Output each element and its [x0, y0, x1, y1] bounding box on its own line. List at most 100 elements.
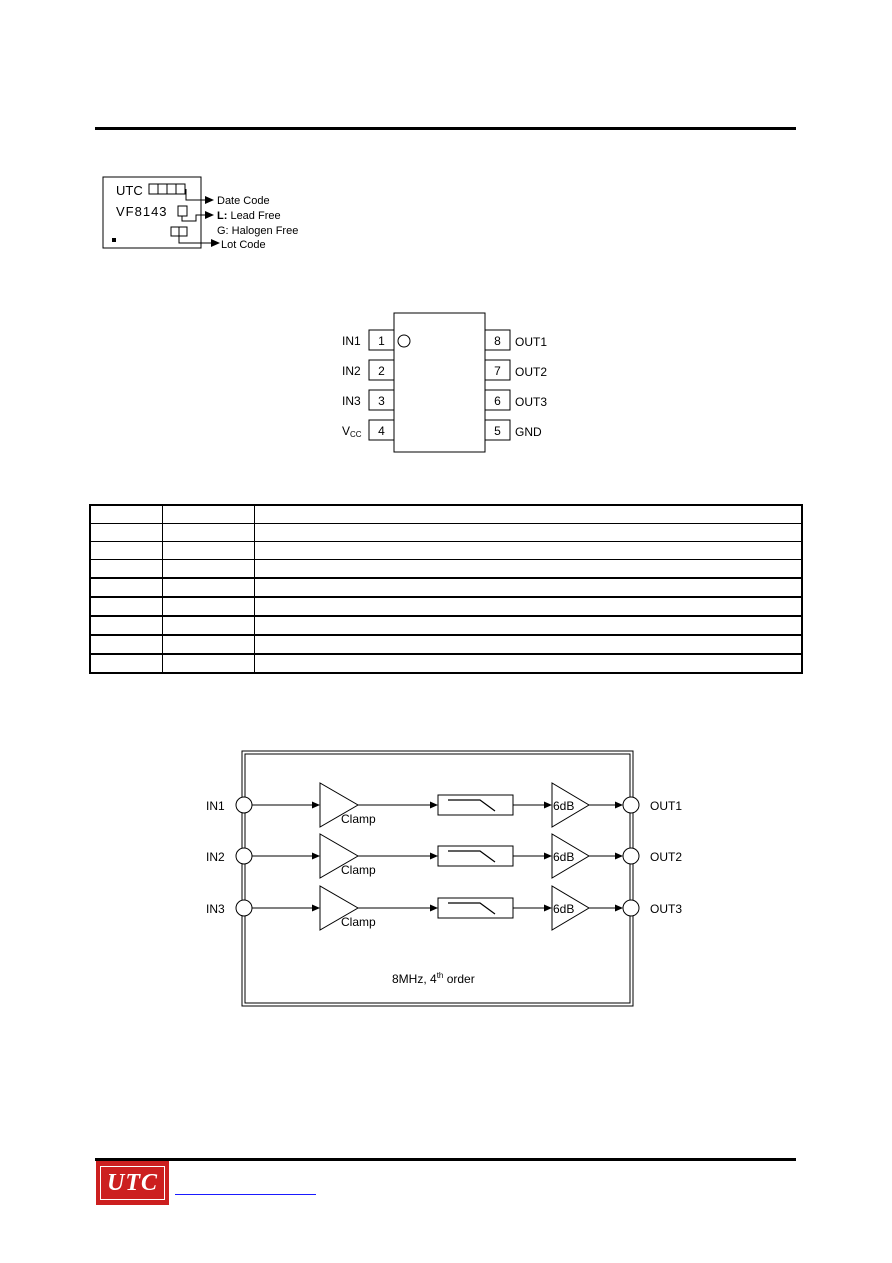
gain-label: 6dB [553, 902, 574, 916]
lowpass-filter-icon [437, 794, 514, 816]
marking-arrowheads [205, 196, 220, 247]
arrowhead-icon [615, 904, 623, 912]
pin-number-right: 8 [494, 334, 501, 348]
input-terminal-icon [235, 899, 253, 917]
pin-label-left-sub: CC [350, 430, 362, 439]
input-terminal-icon [235, 796, 253, 814]
table-cell [89, 615, 163, 636]
table-cell [89, 541, 163, 560]
table-row [89, 577, 803, 598]
table-cell [161, 596, 255, 617]
table-cell [253, 653, 803, 674]
pin-label-left: IN1 [342, 334, 361, 348]
pin-box-left [368, 359, 395, 381]
pin-label-right: OUT1 [515, 335, 547, 349]
pin-box-right [484, 389, 511, 411]
table-cell [161, 523, 255, 542]
table-cell [253, 541, 803, 560]
pin-label-left-main: IN3 [342, 394, 361, 408]
pin-label-left-main: V [342, 424, 350, 438]
pin-box-right [484, 419, 511, 441]
lead-free-label: L: Lead Free [217, 210, 281, 222]
arrowhead-icon [544, 801, 552, 809]
gain-amplifier-icon [551, 782, 590, 828]
marking-date-code-boxes [148, 183, 186, 195]
pin1-notch-icon [397, 334, 411, 348]
lead-free-key: L: [217, 210, 227, 222]
arrowhead-icon [544, 852, 552, 860]
output-terminal-icon [622, 847, 640, 865]
table-row [89, 653, 803, 674]
table-row [89, 596, 803, 617]
block-outline-inner [244, 753, 631, 1004]
filter-note-prefix: 8MHz, 4 [392, 972, 437, 986]
table-cell [161, 541, 255, 560]
table-row [89, 634, 803, 655]
pin-box-right [484, 359, 511, 381]
table-cell [253, 615, 803, 636]
arrowhead-icon [430, 904, 438, 912]
lead-free-text: Lead Free [227, 210, 280, 222]
input-label: IN2 [206, 850, 225, 864]
marking-diagram: UTC VF8143 Date Code L: Lead Free G: Hal… [102, 176, 298, 251]
lowpass-filter-icon [437, 845, 514, 867]
pin-label-right: OUT3 [515, 395, 547, 409]
table-cell [89, 523, 163, 542]
website-link[interactable] [175, 1194, 316, 1195]
pin-label-right: GND [515, 425, 542, 439]
clamp-amplifier-icon [319, 833, 359, 879]
utc-logo-text: UTC [100, 1166, 165, 1200]
marking-lot-code-boxes [170, 226, 188, 237]
arrowhead-icon [312, 852, 320, 860]
lot-code-label: Lot Code [221, 239, 266, 251]
marking-lead-free-box [177, 205, 188, 217]
table-cell [161, 653, 255, 674]
pin-label-left: VCC [342, 424, 362, 439]
gain-label: 6dB [553, 850, 574, 864]
table-cell [253, 523, 803, 542]
pin1-dot-icon [112, 238, 116, 242]
table-cell [253, 596, 803, 617]
output-label: OUT1 [650, 799, 682, 813]
table-cell [89, 559, 163, 579]
gain-amplifier-icon [551, 885, 590, 931]
table-cell [161, 504, 255, 524]
input-label: IN3 [206, 902, 225, 916]
pin-label-left: IN2 [342, 364, 361, 378]
pin-box-left [368, 329, 395, 351]
table-row [89, 523, 803, 542]
table-cell [253, 559, 803, 579]
table-cell [161, 615, 255, 636]
table-row [89, 559, 803, 579]
pin-number-left: 3 [378, 394, 385, 408]
arrowhead-icon [312, 904, 320, 912]
pin-description-table [89, 504, 803, 674]
pin-number-right: 5 [494, 424, 501, 438]
lowpass-filter-icon [437, 897, 514, 919]
table-cell [253, 577, 803, 598]
input-terminal-icon [235, 847, 253, 865]
pin-label-left-main: IN2 [342, 364, 361, 378]
gain-label: 6dB [553, 799, 574, 813]
table-cell [89, 634, 163, 655]
block-outline-outer [241, 750, 634, 1007]
pin-box-left [368, 419, 395, 441]
table-cell [161, 634, 255, 655]
filter-note-suffix: order [443, 972, 474, 986]
clamp-label: Clamp [341, 915, 376, 929]
pin-number-right: 7 [494, 364, 501, 378]
pin-box-right [484, 329, 511, 351]
marking-arrows [178, 189, 213, 244]
table-cell [161, 559, 255, 579]
marking-line1-prefix: UTC [116, 183, 143, 198]
output-label: OUT2 [650, 850, 682, 864]
arrowhead-icon [430, 801, 438, 809]
table-row [89, 504, 803, 524]
table-cell [89, 653, 163, 674]
pin-label-right: OUT2 [515, 365, 547, 379]
arrowhead-icon [312, 801, 320, 809]
pin-number-left: 1 [378, 334, 385, 348]
arrowhead-icon [544, 904, 552, 912]
filter-note-sup: th [437, 971, 444, 980]
